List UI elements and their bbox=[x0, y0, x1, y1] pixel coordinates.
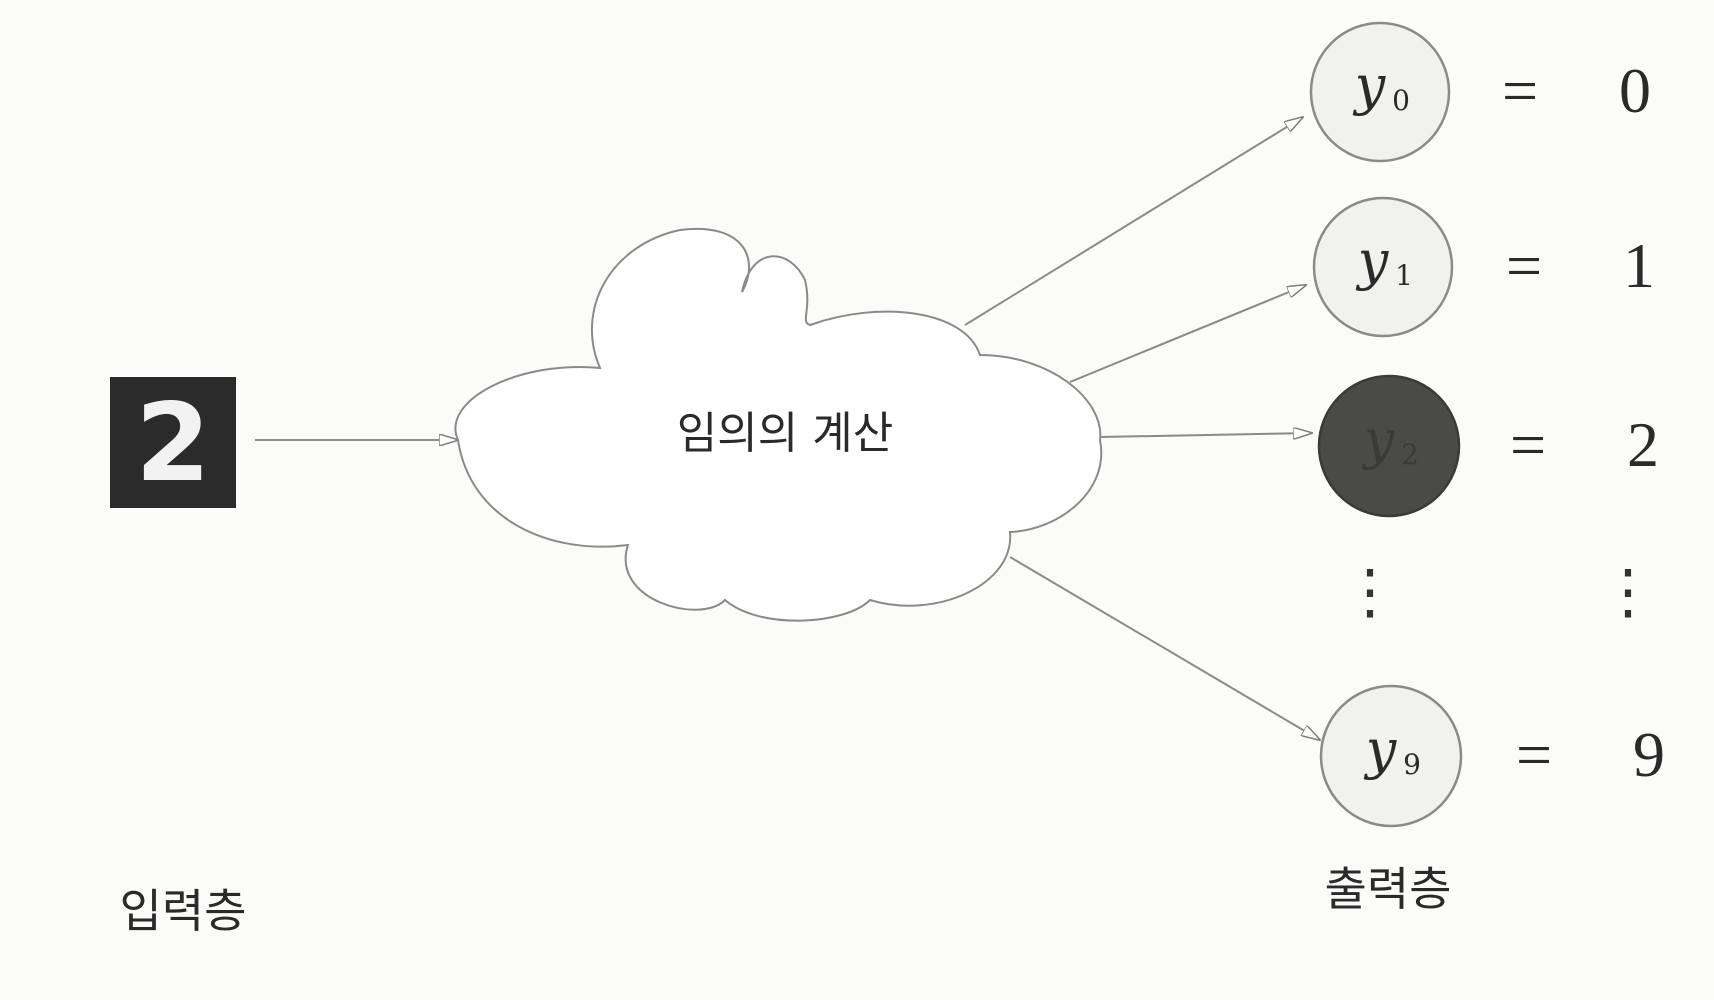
input-image-background bbox=[110, 377, 236, 508]
output-node-circle-active bbox=[1317, 374, 1461, 518]
input-layer-label: 입력층 bbox=[120, 884, 247, 938]
node-ellipsis: ⋮ bbox=[1340, 559, 1400, 625]
arrow-to-y1 bbox=[1069, 285, 1306, 383]
output-value-1: 1 bbox=[1623, 230, 1655, 301]
output-node-circle bbox=[1319, 684, 1463, 828]
output-value-9: 9 bbox=[1633, 719, 1665, 790]
value-ellipsis: ⋮ bbox=[1598, 559, 1658, 625]
output-node-y9: y 9 bbox=[1319, 684, 1463, 828]
node-variable: y bbox=[1353, 54, 1387, 117]
node-subscript: 0 bbox=[1392, 84, 1410, 117]
computation-label: 임의의 계산 bbox=[677, 408, 893, 459]
node-variable: y bbox=[1356, 229, 1390, 292]
input-digit: 2 bbox=[135, 381, 210, 506]
output-node-y1: y 1 bbox=[1312, 196, 1454, 338]
output-node-y2-active: y 2 bbox=[1317, 374, 1461, 518]
output-value-0: 0 bbox=[1619, 55, 1651, 126]
computation-cloud bbox=[454, 227, 1103, 622]
equals-sign: = bbox=[1506, 230, 1542, 301]
output-node-circle bbox=[1309, 21, 1451, 163]
output-value-2: 2 bbox=[1627, 409, 1659, 480]
equals-sign: = bbox=[1516, 719, 1552, 790]
node-subscript: 1 bbox=[1395, 259, 1413, 292]
input-image: 2 bbox=[110, 377, 236, 508]
node-variable: y bbox=[1364, 718, 1398, 781]
equals-sign: = bbox=[1510, 409, 1546, 480]
arrow-to-y9 bbox=[1009, 556, 1320, 740]
output-layer-label: 출력층 bbox=[1325, 862, 1452, 916]
output-node-circle bbox=[1312, 196, 1454, 338]
output-node-y0: y 0 bbox=[1309, 21, 1451, 163]
node-subscript: 9 bbox=[1403, 748, 1421, 781]
equals-sign: = bbox=[1502, 55, 1538, 126]
arrow-to-y0 bbox=[964, 117, 1303, 326]
arrow-to-y2 bbox=[1099, 433, 1312, 437]
node-subscript: 2 bbox=[1401, 438, 1419, 471]
node-variable: y bbox=[1362, 408, 1396, 471]
